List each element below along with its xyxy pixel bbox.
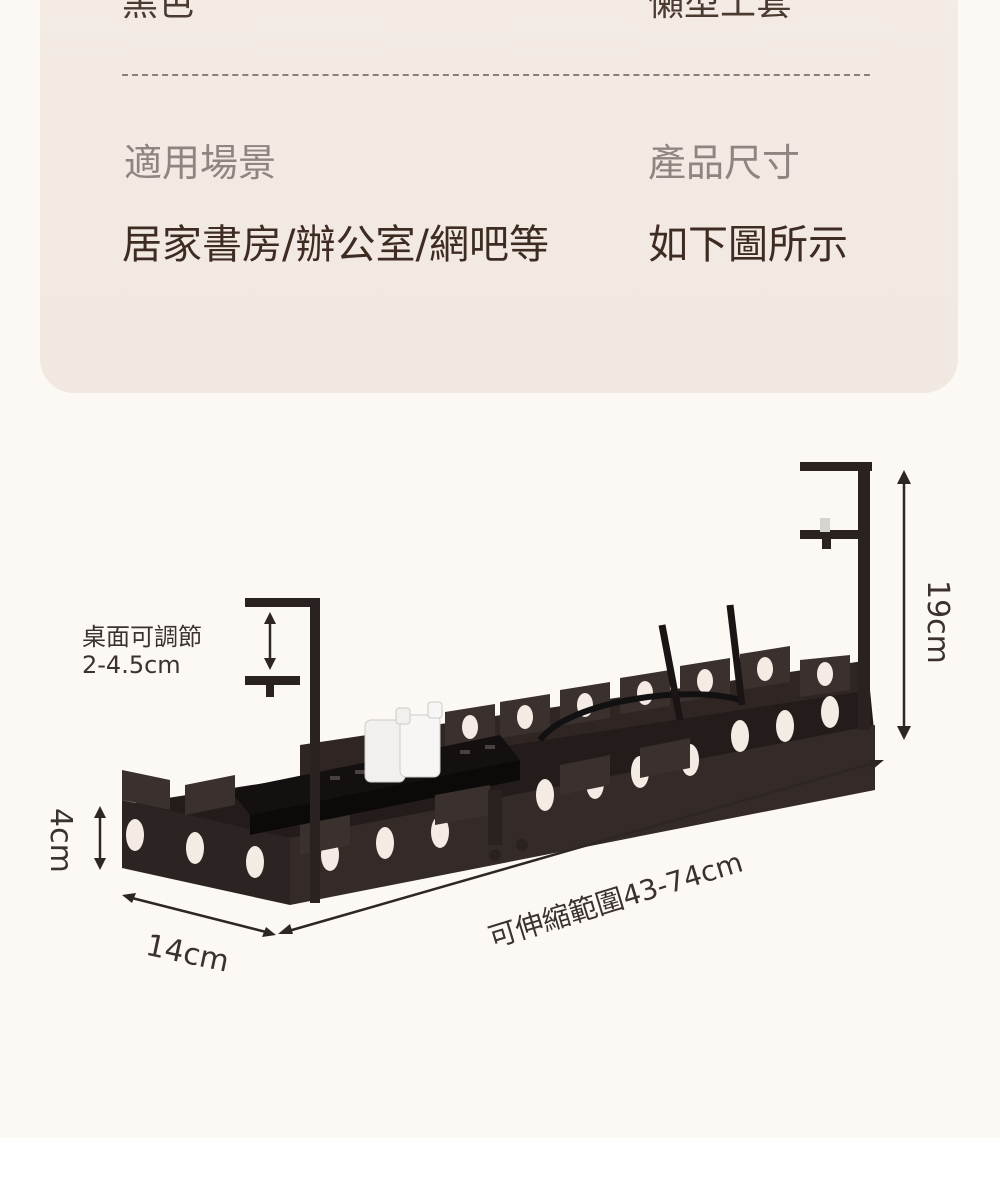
- plug-left: [658, 624, 684, 721]
- tray-height-label: 4cm: [43, 808, 78, 873]
- size-value: 如下圖所示: [648, 222, 848, 268]
- tray-left-end: [122, 800, 290, 905]
- dashed-divider: [122, 74, 870, 76]
- tray-front-wall: [290, 725, 875, 905]
- cable-tray-illustration: [94, 462, 911, 937]
- color-value: 黑色: [122, 0, 195, 24]
- cable: [537, 691, 741, 742]
- plug-right: [726, 604, 746, 706]
- power-strip-sockets: [330, 745, 495, 780]
- size-label: 產品尺寸: [648, 141, 801, 185]
- tray-front-holes: [126, 696, 839, 878]
- extension-clip: [488, 790, 502, 845]
- style-value: 懶型工套: [648, 0, 793, 24]
- right-desk-clamp: [800, 462, 872, 730]
- left-desk-clamp: [245, 598, 320, 903]
- scene-label: 適用場景: [124, 141, 277, 185]
- spec-card: [40, 0, 958, 393]
- scene-value: 居家書房/辦公室/網吧等: [122, 222, 549, 268]
- total-height-label: 19cm: [920, 580, 955, 664]
- desk-adjust-label: 桌面可調節: [82, 623, 202, 651]
- tray-front-tabs: [122, 738, 690, 855]
- desk-adjust-range: 2-4.5cm: [82, 651, 181, 679]
- dimension-arrows: [94, 470, 911, 937]
- charger-bricks: [364, 701, 443, 783]
